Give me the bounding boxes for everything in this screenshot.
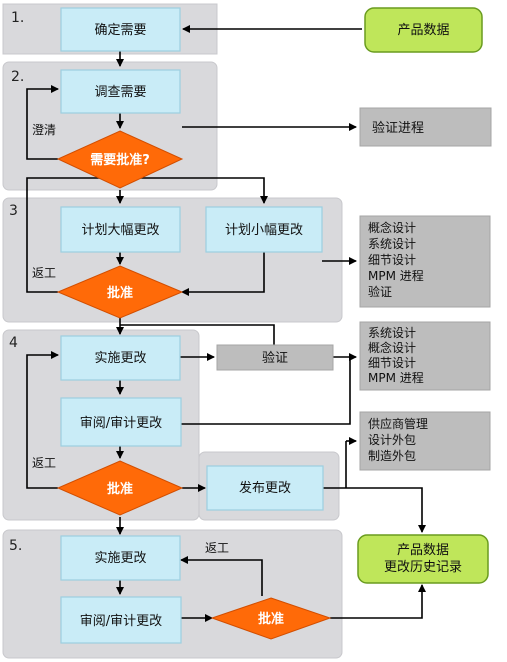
verify-box-4: 验证 (216, 344, 334, 371)
plan-major-change-label: 计划大幅更改 (81, 223, 159, 238)
verify-process-label: 验证进程 (372, 120, 424, 136)
design4-item-0: 系统设计 (368, 326, 416, 340)
change-history-box: 产品数据 更改历史记录 (357, 534, 489, 584)
design-list-box-3: 概念设计 系统设计 细节设计 MPM 进程 验证 (359, 215, 491, 308)
design3-item-4: 验证 (368, 284, 392, 299)
design4-item-1: 概念设计 (368, 340, 416, 355)
investigate-need-box: 调查需要 (60, 69, 181, 114)
release-change-box: 发布更改 (206, 465, 324, 511)
define-need-box: 确定需要 (60, 7, 181, 52)
stage-3-number: 3 (9, 203, 18, 219)
product-data-label: 产品数据 (397, 23, 449, 38)
supply-list-box: 供应商管理 设计外包 制造外包 (359, 411, 491, 471)
supply-item-2: 制造外包 (368, 449, 416, 463)
history-line-2: 更改历史记录 (384, 560, 462, 575)
define-need-label: 确定需要 (94, 23, 146, 38)
stage-5-number: 5. (9, 538, 22, 554)
plan-major-change-box: 计划大幅更改 (60, 206, 181, 253)
implement-change-label-5: 实施更改 (94, 551, 146, 566)
stage-4-number: 4 (9, 335, 18, 351)
connectors (26, 25, 426, 622)
rework-label-3: 返工 (32, 266, 56, 280)
supply-item-0: 供应商管理 (368, 416, 428, 431)
design3-item-0: 概念设计 (368, 220, 416, 235)
approve-decision-4: 批准 (56, 460, 184, 516)
verify-process-box: 验证进程 (359, 107, 492, 147)
approve-label-5: 批准 (258, 611, 284, 627)
approve-decision-5: 批准 (210, 597, 332, 640)
clarify-label: 澄清 (32, 122, 56, 137)
stage-2-number: 2. (11, 69, 24, 85)
plan-minor-change-label: 计划小幅更改 (225, 223, 303, 238)
approve-label-3: 批准 (107, 285, 133, 301)
implement-change-box-4: 实施更改 (60, 335, 181, 381)
verify-label-4: 验证 (262, 350, 288, 366)
implement-change-box-5: 实施更改 (60, 535, 181, 581)
rework-label-5: 返工 (205, 541, 229, 555)
investigate-need-label: 调查需要 (94, 85, 146, 100)
approve-label-4: 批准 (107, 481, 133, 497)
need-approval-label: 需要批准? (90, 152, 150, 168)
review-audit-label-4: 审阅/审计更改 (80, 416, 162, 431)
review-audit-label-5: 审阅/审计更改 (80, 614, 162, 629)
implement-change-label-4: 实施更改 (94, 351, 146, 366)
design-list-box-4: 系统设计 概念设计 细节设计 MPM 进程 (359, 321, 491, 391)
design3-item-1: 系统设计 (368, 237, 416, 251)
design3-item-2: 细节设计 (368, 253, 416, 267)
release-change-label: 发布更改 (239, 480, 291, 496)
plan-minor-change-box: 计划小幅更改 (205, 206, 323, 253)
stage-1-number: 1. (11, 10, 24, 26)
need-approval-decision: 需要批准? (56, 130, 184, 189)
design3-item-3: MPM 进程 (368, 268, 424, 283)
rework-label-4: 返工 (32, 456, 56, 470)
design4-item-2: 细节设计 (368, 356, 416, 370)
review-audit-box-5: 审阅/审计更改 (60, 596, 182, 644)
approve-decision-3: 批准 (56, 265, 184, 319)
supply-item-1: 设计外包 (368, 433, 416, 447)
product-data-box: 产品数据 (364, 7, 483, 53)
history-line-1: 产品数据 (397, 543, 449, 558)
design4-item-3: MPM 进程 (368, 370, 424, 385)
review-audit-box-4: 审阅/审计更改 (60, 397, 182, 447)
